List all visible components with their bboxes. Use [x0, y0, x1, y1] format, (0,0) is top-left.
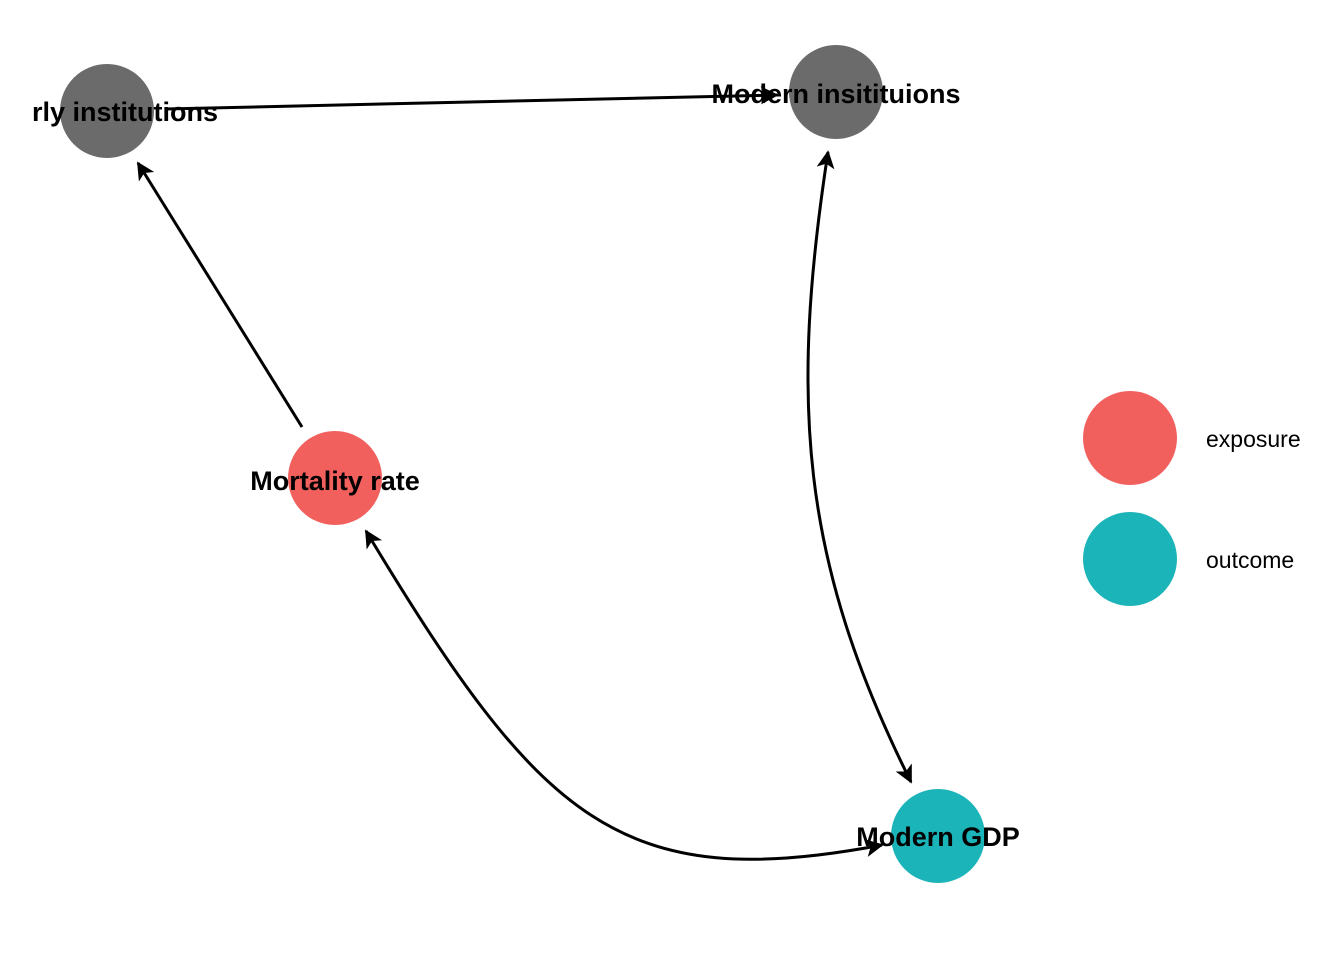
legend-swatch-outcome [1083, 512, 1177, 606]
edge-mortality-to-early-institutions [136, 161, 304, 428]
legend: exposure outcome [1083, 391, 1301, 606]
node-label-mortality-rate: Mortality rate [250, 466, 420, 496]
node-modern-insitituions [789, 45, 883, 139]
edge-mortality-to-gdp [364, 529, 884, 861]
node-label-modern-insitituions: Modern insitituions [712, 79, 961, 109]
node-modern-gdp [891, 789, 985, 883]
legend-swatch-exposure [1083, 391, 1177, 485]
node-label-early-institutions: rly institutions [32, 97, 218, 127]
node-early-institutions [60, 64, 154, 158]
edge-modern-institutions-to-gdp [806, 150, 913, 784]
graph-plot: rly institutions Modern insitituions Mor… [32, 45, 1020, 883]
legend-label-outcome: outcome [1206, 547, 1294, 573]
edge-early-to-modern-institutions [164, 86, 779, 111]
legend-label-exposure: exposure [1206, 426, 1301, 452]
node-label-modern-gdp: Modern GDP [856, 822, 1020, 852]
node-mortality-rate [288, 431, 382, 525]
